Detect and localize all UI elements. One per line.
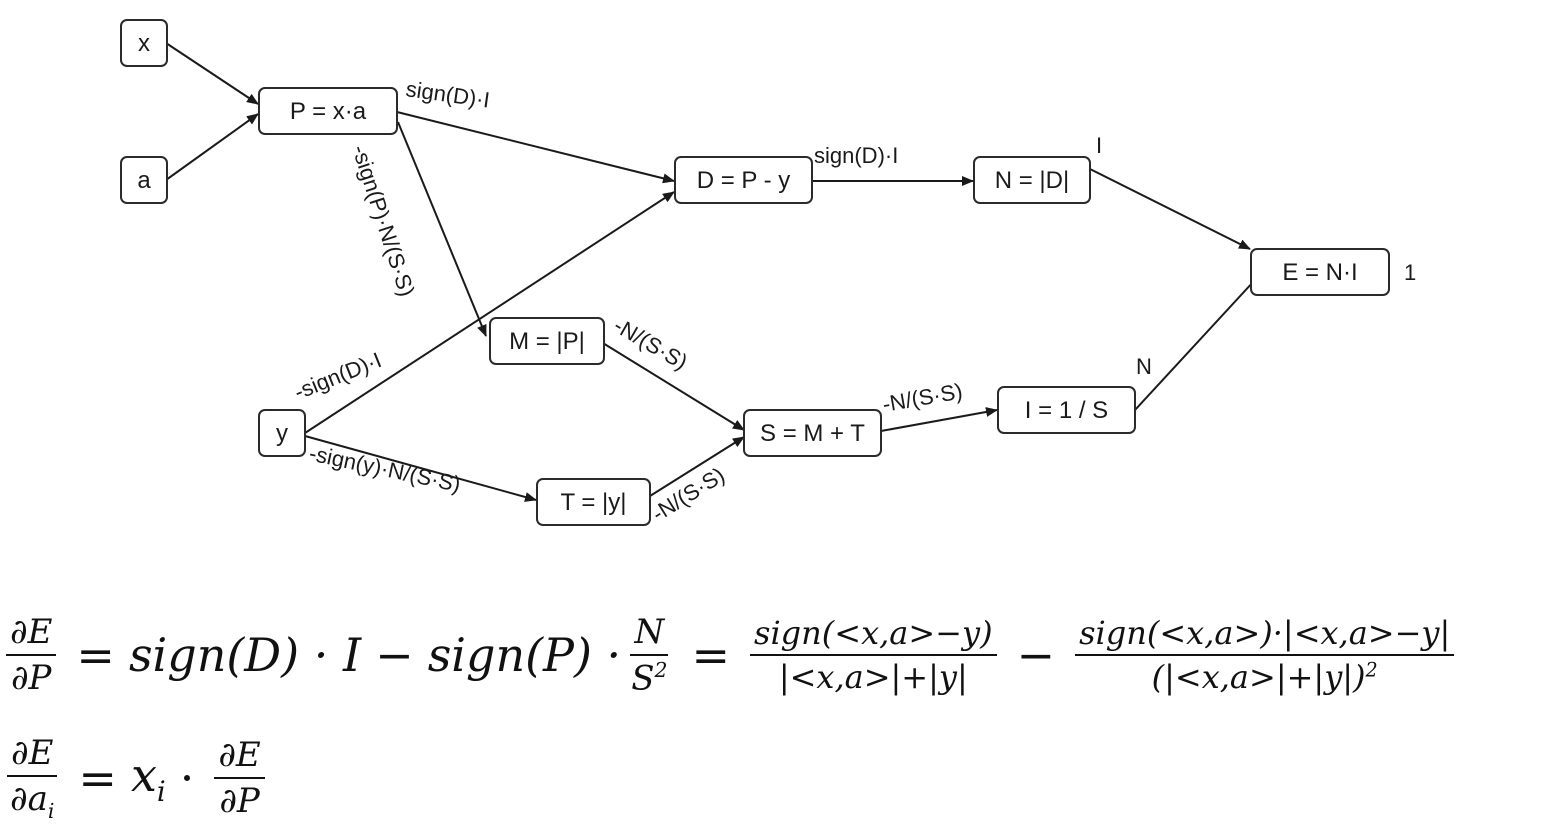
lhs-denominator: ∂P [10, 658, 52, 698]
node-label: S = M + T [760, 420, 865, 447]
fraction-dE-dP: ∂E ∂P [214, 735, 265, 821]
node-P: P = x·a [258, 87, 398, 135]
term-sign-P: sign(P) · [427, 628, 622, 682]
edge-label-y-to-T: -sign(y)·N/(S·S) [307, 440, 463, 496]
edge-S-to-I [880, 407, 998, 432]
node-box [489, 317, 605, 365]
node-label: D = P - y [697, 167, 791, 194]
node-label: N = |D| [995, 167, 1069, 194]
equals-sign-2: = [691, 628, 731, 682]
equals-sign: = [76, 628, 115, 682]
node-box [536, 478, 651, 526]
node-label: x [138, 30, 150, 57]
edge-I-to-E [1134, 267, 1267, 411]
computation-graph: sign(D)·I -sign(P)·N/(S·S) sign(D)·I I -sign… [120, 19, 1416, 526]
term-x-i: xi [130, 747, 166, 809]
term-sign-D-I: sign(D) · I [128, 628, 362, 682]
edge-label-P-to-M: -sign(P)·N/(S·S) [347, 142, 419, 300]
lhs-numerator: ∂E [6, 612, 57, 656]
fraction-numerator: sign(<x,a>)·|<x,a>−y| [1075, 614, 1455, 656]
node-box [1250, 248, 1390, 296]
fraction-expanded-2: sign(<x,a>)·|<x,a>−y| (|<x,a>|+|y|)2 [1075, 614, 1455, 696]
node-label: a [137, 167, 151, 194]
node-I: I = 1 / S [997, 386, 1136, 434]
edge-label-M-to-S: -N/(S·S) [610, 313, 692, 375]
dot-operator: · [179, 751, 195, 805]
fraction-denominator: S2 [631, 657, 668, 699]
fraction-N-over-S2: N S2 [627, 612, 671, 698]
node-box [674, 156, 813, 204]
edge-P-to-M [397, 121, 487, 337]
fraction-denominator: ∂P [219, 781, 260, 821]
node-label: y [276, 420, 288, 447]
edge-x-to-P [165, 42, 259, 105]
edge-T-to-S [649, 436, 745, 497]
node-box [997, 386, 1136, 434]
lhs-fraction: ∂E ∂ai [6, 733, 58, 823]
node-x: x [120, 19, 168, 67]
node-M: M = |P| [489, 317, 605, 365]
equation-dE-dP: ∂E ∂P = sign(D) · I − sign(P) · N S2 = s… [0, 600, 1460, 710]
edge-a-to-P [165, 113, 259, 181]
equals-sign: = [78, 751, 117, 805]
edge-label-S-to-I: -N/(S·S) [881, 378, 965, 417]
edge-label-D-to-N: sign(D)·I [814, 143, 898, 168]
minus-sign: − [375, 628, 414, 682]
node-E: E = N·I [1250, 248, 1390, 296]
fraction-expanded-1: sign(<x,a>−y) |<x,a>|+|y| [750, 614, 997, 696]
fraction-numerator: ∂E [214, 735, 265, 779]
node-box [120, 19, 168, 67]
equation-dE-da: ∂E ∂ai = xi · ∂E ∂P [0, 728, 271, 828]
minus-sign-2: − [1016, 628, 1056, 682]
edge-M-to-S [597, 339, 745, 431]
edge-y-to-D [304, 191, 675, 434]
edge-label-N-to-E: I [1096, 133, 1102, 158]
node-a: a [120, 156, 168, 204]
edge-label-y-to-D: -sign(D)·I [291, 347, 385, 405]
node-box [743, 409, 882, 457]
node-label: I = 1 / S [1025, 397, 1108, 424]
fraction-denominator: |<x,a>|+|y| [778, 658, 968, 696]
fraction-numerator: N [630, 612, 669, 656]
node-box [258, 87, 398, 135]
node-y: y [258, 409, 306, 457]
node-box [258, 409, 306, 457]
lhs-numerator: ∂E [6, 733, 58, 778]
fraction-denominator: (|<x,a>|+|y|)2 [1151, 658, 1378, 696]
node-N: N = |D| [973, 156, 1091, 204]
node-label: M = |P| [509, 328, 585, 355]
node-D: D = P - y [674, 156, 813, 204]
output-gradient-label: 1 [1404, 260, 1416, 285]
node-S: S = M + T [743, 409, 882, 457]
node-box [973, 156, 1091, 204]
lhs-fraction: ∂E ∂P [6, 612, 57, 698]
fraction-numerator: sign(<x,a>−y) [750, 614, 997, 656]
node-label: E = N·I [1282, 259, 1357, 286]
edge-label-I-to-E: N [1136, 354, 1152, 379]
node-box [120, 156, 168, 204]
node-label: P = x·a [290, 98, 367, 125]
node-label: T = |y| [560, 489, 626, 516]
edge-P-to-D [396, 111, 675, 184]
lhs-denominator: ∂ai [10, 779, 55, 823]
edge-y-to-T [304, 435, 537, 502]
node-T: T = |y| [536, 478, 651, 526]
edge-label-P-to-D: sign(D)·I [404, 76, 491, 112]
edge-N-to-E [1089, 168, 1251, 250]
